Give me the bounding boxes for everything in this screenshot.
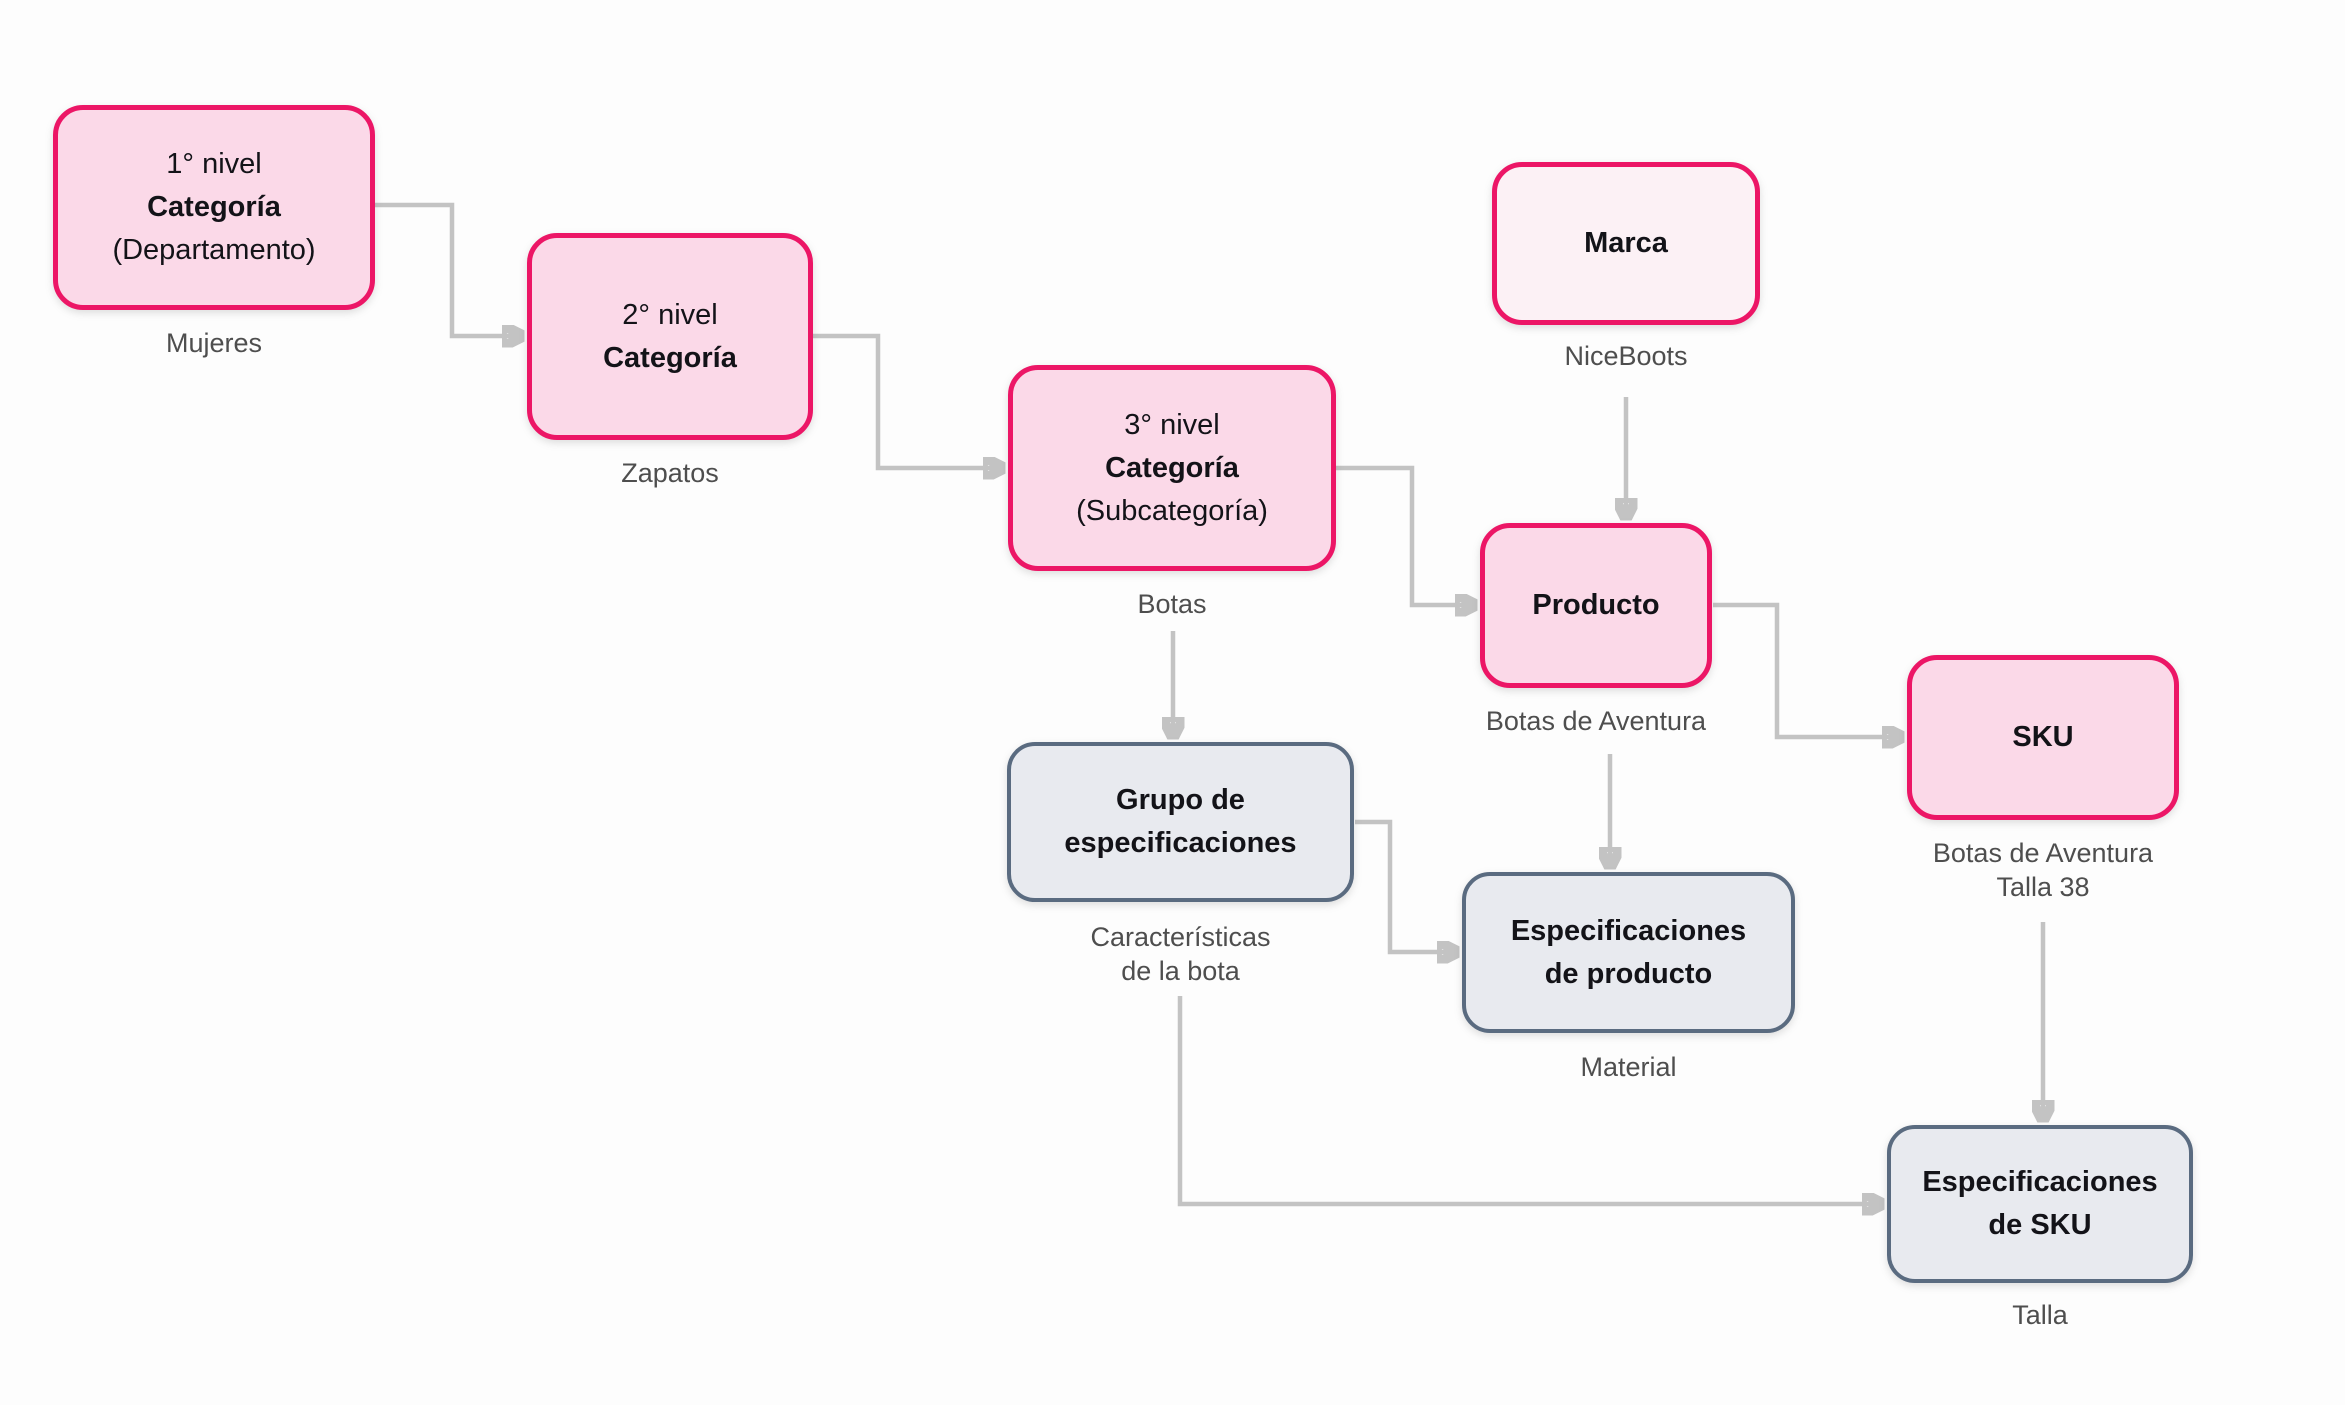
caption-especificaciones-sku: Talla: [2012, 1300, 2068, 1330]
caption-level1: Mujeres: [165, 328, 263, 358]
node-title: SKU: [2012, 721, 2074, 753]
caption-sku-line1: Botas de Aventura: [1932, 838, 2154, 868]
node-pre-text: 2° nivel: [622, 298, 718, 331]
node-pre-text: 3° nivel: [1124, 408, 1220, 441]
node-title-line1: Grupo de: [1116, 784, 1245, 816]
caption-grupo-line2: de la bota: [1121, 956, 1240, 986]
node-title: Categoría: [147, 191, 281, 223]
caption-grupo-line1: Características: [1090, 922, 1271, 952]
node-producto: Producto: [1480, 523, 1712, 688]
arrow-level3-to-producto: [1336, 465, 1474, 605]
node-post-text: (Departamento): [112, 234, 316, 266]
node-marca: Marca: [1492, 162, 1760, 325]
caption-level2: Zapatos: [621, 458, 719, 488]
caption-producto: Botas de Aventura: [1485, 706, 1707, 736]
node-category-level2: 2° nivel Categoría: [527, 233, 813, 440]
caption-sku-line2: Talla 38: [1996, 872, 2090, 902]
node-category-level3: 3° nivel Categoría (Subcategoría): [1008, 365, 1336, 571]
node-title: Categoría: [1105, 451, 1239, 484]
arrow-producto-to-sku: [1713, 602, 1901, 737]
node-title-line1: Especificaciones: [1510, 914, 1747, 947]
node-grupo-especificaciones: Grupo de especificaciones: [1007, 742, 1354, 902]
node-title-line1: Especificaciones: [1922, 1166, 2158, 1198]
arrow-grupo-to-esp-producto: [1355, 819, 1456, 952]
node-especificaciones-producto: Especificaciones de producto: [1462, 872, 1795, 1033]
caption-level3: Botas: [1137, 589, 1207, 619]
node-pre-text: 1° nivel: [166, 148, 262, 180]
arrow-grupo-to-esp-sku: [1177, 996, 1881, 1204]
node-category-level1: 1° nivel Categoría (Departamento): [53, 105, 375, 310]
node-title: Marca: [1584, 227, 1668, 259]
caption-especificaciones-producto: Material: [1580, 1052, 1677, 1082]
arrow-level2-to-level3: [813, 333, 1002, 468]
node-sku: SKU: [1907, 655, 2179, 820]
caption-marca: NiceBoots: [1564, 341, 1688, 371]
node-title-line2: de producto: [1544, 957, 1713, 990]
node-post-text: (Subcategoría): [1076, 494, 1268, 527]
node-title-line2: especificaciones: [1064, 827, 1297, 859]
arrow-level1-to-level2: [375, 202, 521, 336]
node-title: Categoría: [603, 341, 737, 374]
node-title: Producto: [1532, 589, 1660, 621]
node-title-line2: de SKU: [1988, 1209, 2092, 1241]
caption-grupo: Características de la bota: [967, 920, 1394, 988]
caption-sku: Botas de Aventura Talla 38: [1867, 836, 2219, 904]
node-especificaciones-sku: Especificaciones de SKU: [1887, 1125, 2193, 1283]
